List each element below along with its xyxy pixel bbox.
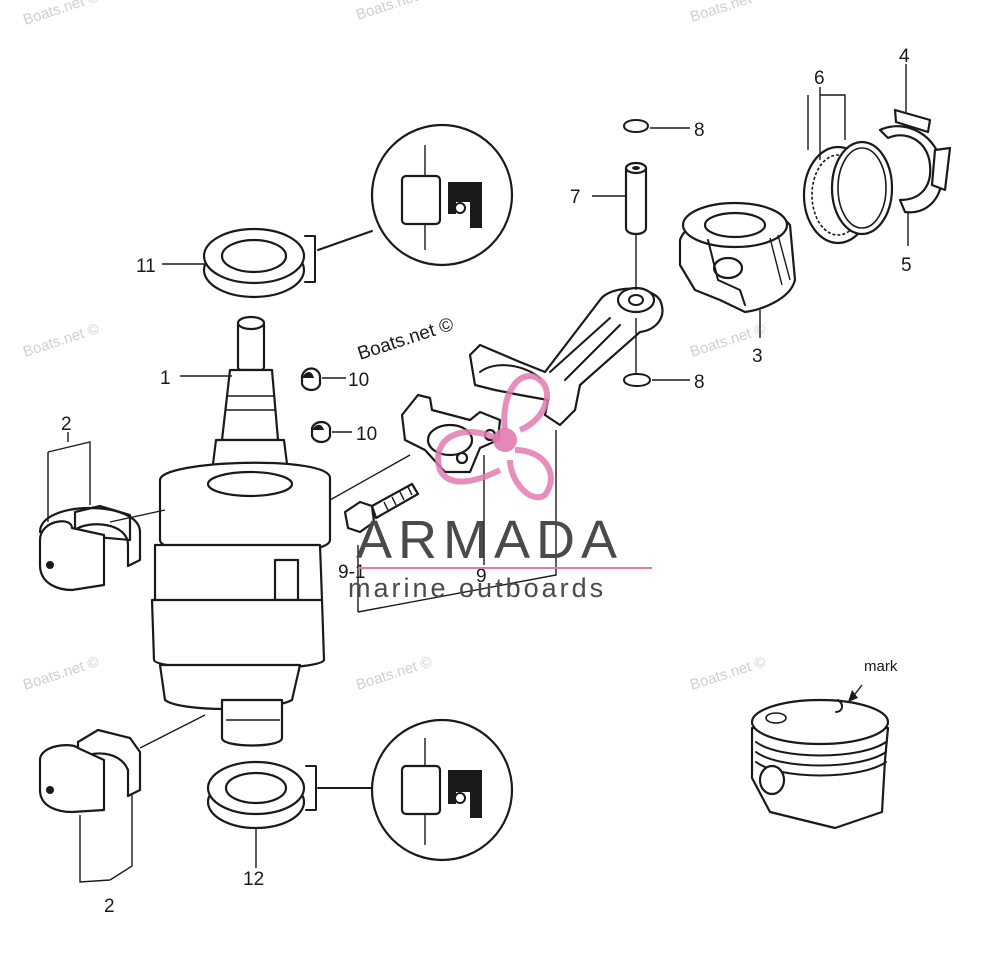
seal-detail-bottom	[317, 718, 514, 862]
watermark-top-left: Boats.net ©	[21, 0, 101, 29]
brand-logo	[435, 373, 554, 501]
piston-mark-view: mark	[750, 658, 898, 830]
piston-pin	[624, 161, 648, 236]
woodruff-key-lower	[310, 420, 332, 444]
callout-2-top: 2	[61, 414, 72, 435]
callout-1: 1	[160, 368, 171, 389]
callout-12: 12	[243, 869, 264, 890]
callout-6: 6	[814, 68, 825, 89]
crankshaft	[150, 315, 332, 747]
callout-11: 11	[136, 256, 156, 277]
brand-tagline: marine outboards	[348, 573, 606, 603]
pin-clip-upper	[623, 119, 649, 133]
pin-clip-lower	[623, 373, 651, 387]
main-bearing-upper	[38, 504, 166, 592]
watermark-low-center: Boats.net ©	[354, 653, 434, 693]
rod-bolt	[343, 482, 420, 534]
leader-2-bottom	[79, 795, 133, 883]
leader-2-top	[47, 432, 91, 522]
callout-2-bottom: 2	[104, 896, 115, 917]
watermark-mid-left: Boats.net ©	[21, 320, 101, 360]
watermark-low-right: Boats.net ©	[688, 653, 768, 693]
leader-6	[807, 87, 846, 160]
callout-10-top: 10	[348, 370, 369, 391]
watermark-low-left: Boats.net ©	[21, 653, 101, 693]
seal-detail-top	[317, 123, 514, 267]
alignment-leader-rod	[329, 454, 411, 501]
mark-label: mark	[864, 658, 898, 675]
oil-seal-upper	[202, 227, 316, 299]
callout-4: 4	[899, 46, 910, 67]
callout-7: 7	[570, 187, 581, 208]
piston-rings	[802, 108, 952, 245]
callout-8-bottom: 8	[694, 372, 705, 393]
watermark-top-center: Boats.net ©	[354, 0, 434, 24]
callout-8-top: 8	[694, 120, 705, 141]
oil-seal-lower	[206, 760, 317, 830]
watermark-center: Boats.net ©	[355, 314, 456, 365]
connecting-rod	[468, 286, 664, 427]
callout-10-bottom: 10	[356, 424, 377, 445]
main-bearing-lower	[38, 714, 206, 814]
woodruff-key-upper	[300, 367, 322, 392]
callout-3: 3	[752, 346, 763, 367]
callout-5: 5	[901, 255, 912, 276]
leader-9	[357, 430, 557, 613]
watermark-top-right: Boats.net ©	[688, 0, 768, 26]
piston	[678, 201, 797, 314]
brand-name: ARMADA	[356, 510, 623, 570]
callout-9: 9	[476, 566, 487, 587]
